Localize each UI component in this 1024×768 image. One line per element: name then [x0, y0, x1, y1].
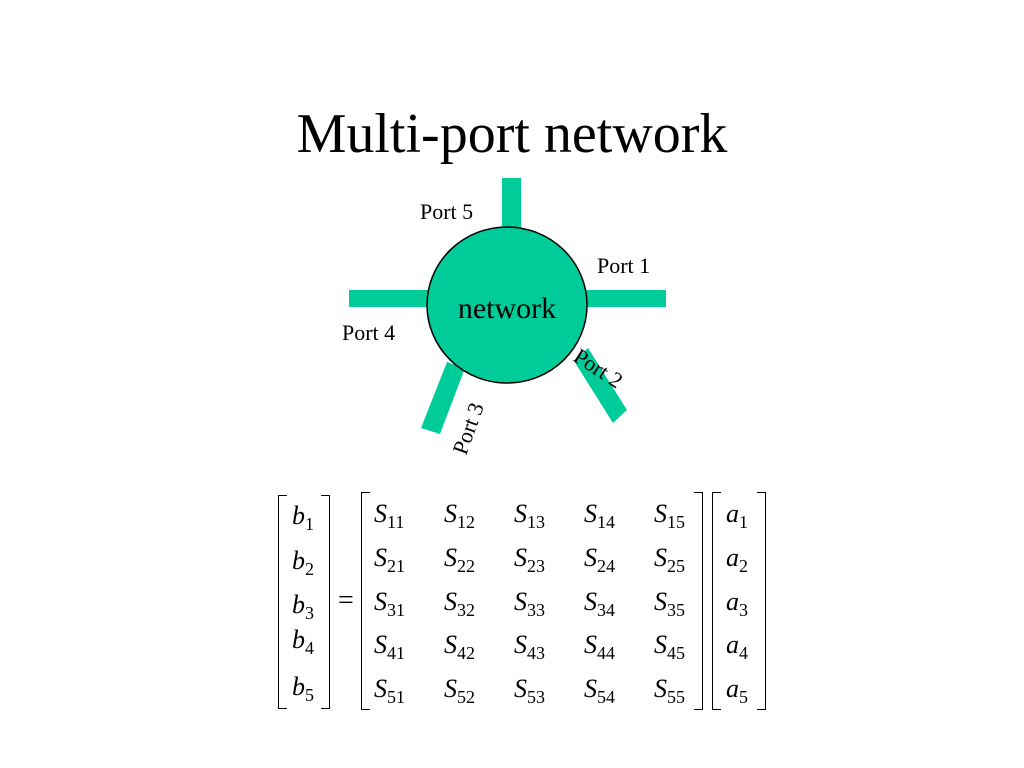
s-element: S11 — [374, 499, 405, 532]
s-element: S43 — [514, 630, 545, 663]
b-element: b3 — [292, 590, 314, 623]
s-element: S33 — [514, 587, 545, 620]
s-matrix-left-bracket — [361, 492, 370, 710]
s-element: S32 — [444, 587, 475, 620]
b-element: b1 — [292, 501, 314, 534]
b-element: b4 — [292, 625, 314, 658]
s-element: S14 — [584, 499, 615, 532]
s-element: S44 — [584, 630, 615, 663]
page-title: Multi-port network — [296, 103, 728, 165]
s-element: S23 — [514, 543, 545, 576]
s-element: S31 — [374, 587, 405, 620]
s-element: S22 — [444, 543, 475, 576]
s-element: S51 — [374, 674, 405, 707]
s-element: S12 — [444, 499, 475, 532]
s-element: S21 — [374, 543, 405, 576]
port-5-label: Port 5 — [420, 199, 473, 224]
port-1-stub — [580, 290, 666, 307]
a-element: a1 — [726, 499, 748, 532]
s-element: S52 — [444, 674, 475, 707]
port-4-stub — [349, 290, 435, 307]
s-matrix-right-bracket — [694, 492, 703, 710]
s-element: S54 — [584, 674, 615, 707]
a-vector-right-bracket — [757, 492, 766, 710]
a-element: a5 — [726, 674, 748, 707]
b-element: b2 — [292, 546, 314, 579]
s-element: S25 — [654, 543, 685, 576]
s-element: S55 — [654, 674, 685, 707]
a-vector-left-bracket — [712, 492, 721, 710]
s-element: S42 — [444, 630, 475, 663]
s-element: S53 — [514, 674, 545, 707]
b-element: b5 — [292, 672, 314, 705]
b-vector-left-bracket — [278, 495, 287, 709]
s-element: S45 — [654, 630, 685, 663]
s-element: S15 — [654, 499, 685, 532]
s-element: S41 — [374, 630, 405, 663]
s-element: S35 — [654, 587, 685, 620]
b-vector-right-bracket — [321, 495, 330, 709]
s-element: S34 — [584, 587, 615, 620]
s-element: S13 — [514, 499, 545, 532]
port-5-stub — [502, 178, 521, 238]
port-3-stub — [421, 362, 465, 434]
equals-sign: = — [338, 585, 354, 616]
network-node — [426, 226, 588, 384]
port-4-label: Port 4 — [342, 320, 395, 345]
port-2-stub — [574, 348, 627, 423]
port-1-label: Port 1 — [597, 253, 650, 278]
a-element: a2 — [726, 543, 748, 576]
a-element: a4 — [726, 630, 748, 663]
network-label: network — [458, 292, 556, 325]
a-element: a3 — [726, 587, 748, 620]
s-element: S24 — [584, 543, 615, 576]
